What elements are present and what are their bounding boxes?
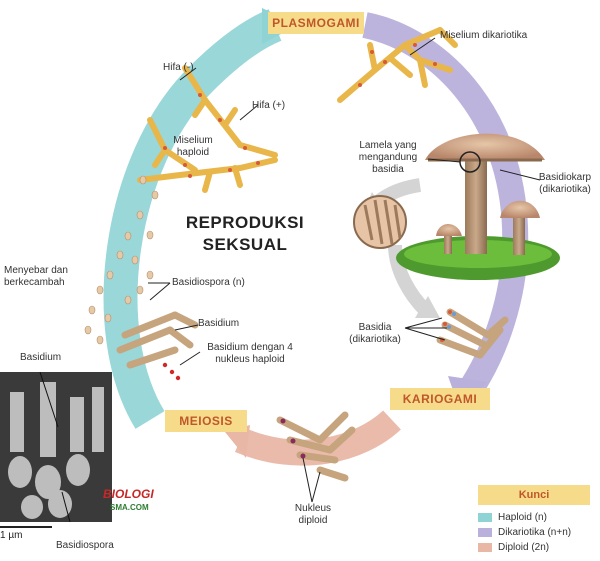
watermark-line1: BIOLOGI	[103, 487, 154, 501]
legend-item-diploid: Diploid (2n)	[478, 540, 590, 555]
grey-arrow	[388, 244, 431, 315]
micrograph	[0, 372, 112, 522]
title-line-1: REPRODUKSI	[185, 213, 305, 232]
label-miselium-haploid-line2: haploid	[176, 147, 210, 158]
label-hifa-minus: Hifa (-)	[163, 62, 194, 73]
label-nukleus-line2: diploid	[298, 515, 328, 526]
label-lamela-line3: basidia	[372, 164, 404, 175]
stage-kariogami: KARIOGAMI	[390, 388, 490, 410]
legend-swatch-diploid	[478, 543, 492, 552]
label-basidium-4-line2: nukleus haploid	[215, 354, 285, 365]
label-basidiokarp: Basidiokarp (dikariotika)	[530, 172, 600, 196]
stage-plasmogami: PLASMOGAMI	[268, 12, 364, 34]
label-basidia-line1: Basidia	[358, 322, 392, 333]
legend-swatch-dikariotika	[478, 528, 492, 537]
label-miselium-dikariotika: Miselium dikariotika	[440, 30, 528, 41]
basidia-cluster-right	[436, 308, 509, 359]
legend: Kunci Haploid (n) Dikariotika (n+n) Dipl…	[478, 485, 590, 555]
label-miselium-haploid: Miselium haploid	[163, 135, 223, 159]
legend-label-diploid: Diploid (2n)	[498, 542, 550, 553]
diagram-title: REPRODUKSI SEKSUAL	[170, 212, 320, 256]
dikaryotic-mycelium	[337, 27, 458, 103]
legend-title: Kunci	[478, 485, 590, 505]
basidiocarp	[396, 133, 560, 280]
label-basidium-4-nukleus: Basidium dengan 4 nukleus haploid	[195, 342, 305, 366]
label-nukleus-line1: Nukleus	[294, 503, 332, 514]
scale-label: 1 µm	[0, 530, 23, 541]
label-nukleus-diploid: Nukleus diploid	[283, 503, 343, 527]
label-basidiospora-n: Basidiospora (n)	[172, 277, 245, 288]
micrograph-art	[0, 372, 112, 522]
leader-lines	[148, 37, 541, 503]
label-hifa-plus: Hifa (+)	[252, 100, 286, 111]
watermark-line2: SMA.COM	[110, 503, 149, 512]
photo-label-basidiospora: Basidiospora	[56, 540, 114, 551]
scale-line	[0, 526, 52, 528]
label-basidiokarp-line2: (dikariotika)	[539, 184, 591, 195]
legend-item-dikariotika: Dikariotika (n+n)	[478, 525, 590, 540]
label-basidiokarp-line1: Basidiokarp	[538, 172, 592, 183]
label-basidium: Basidium	[198, 318, 240, 329]
scale-bar: 1 µm	[0, 526, 52, 541]
stage-meiosis: MEIOSIS	[165, 410, 247, 432]
photo-label-basidium: Basidium	[20, 352, 62, 363]
legend-item-haploid: Haploid (n)	[478, 510, 590, 525]
legend-label-dikariotika: Dikariotika (n+n)	[498, 527, 572, 538]
label-basidia: Basidia (dikariotika)	[340, 322, 410, 346]
label-lamela-line2: mengandung	[358, 152, 418, 163]
basidia-cluster-bottom	[276, 411, 356, 482]
title-line-2: SEKSUAL	[202, 235, 288, 254]
label-menyebar-line2: berkecambah	[4, 277, 65, 288]
basidiospores	[84, 175, 159, 345]
haploid-nuclei	[163, 93, 260, 178]
label-lamela-line1: Lamela yang	[359, 140, 417, 151]
label-menyebar-line1: Menyebar dan	[4, 265, 68, 276]
legend-label-haploid: Haploid (n)	[498, 512, 547, 523]
label-lamela: Lamela yang mengandung basidia	[348, 140, 428, 176]
label-miselium-haploid-line1: Miselium	[173, 135, 213, 146]
diploid-arrowhead	[225, 425, 250, 458]
legend-swatch-haploid	[478, 513, 492, 522]
basidium-left	[116, 311, 199, 369]
label-basidium-4-line1: Basidium dengan 4	[207, 342, 293, 353]
label-basidia-line2: (dikariotika)	[349, 334, 401, 345]
label-menyebar: Menyebar dan berkecambah	[4, 265, 68, 289]
